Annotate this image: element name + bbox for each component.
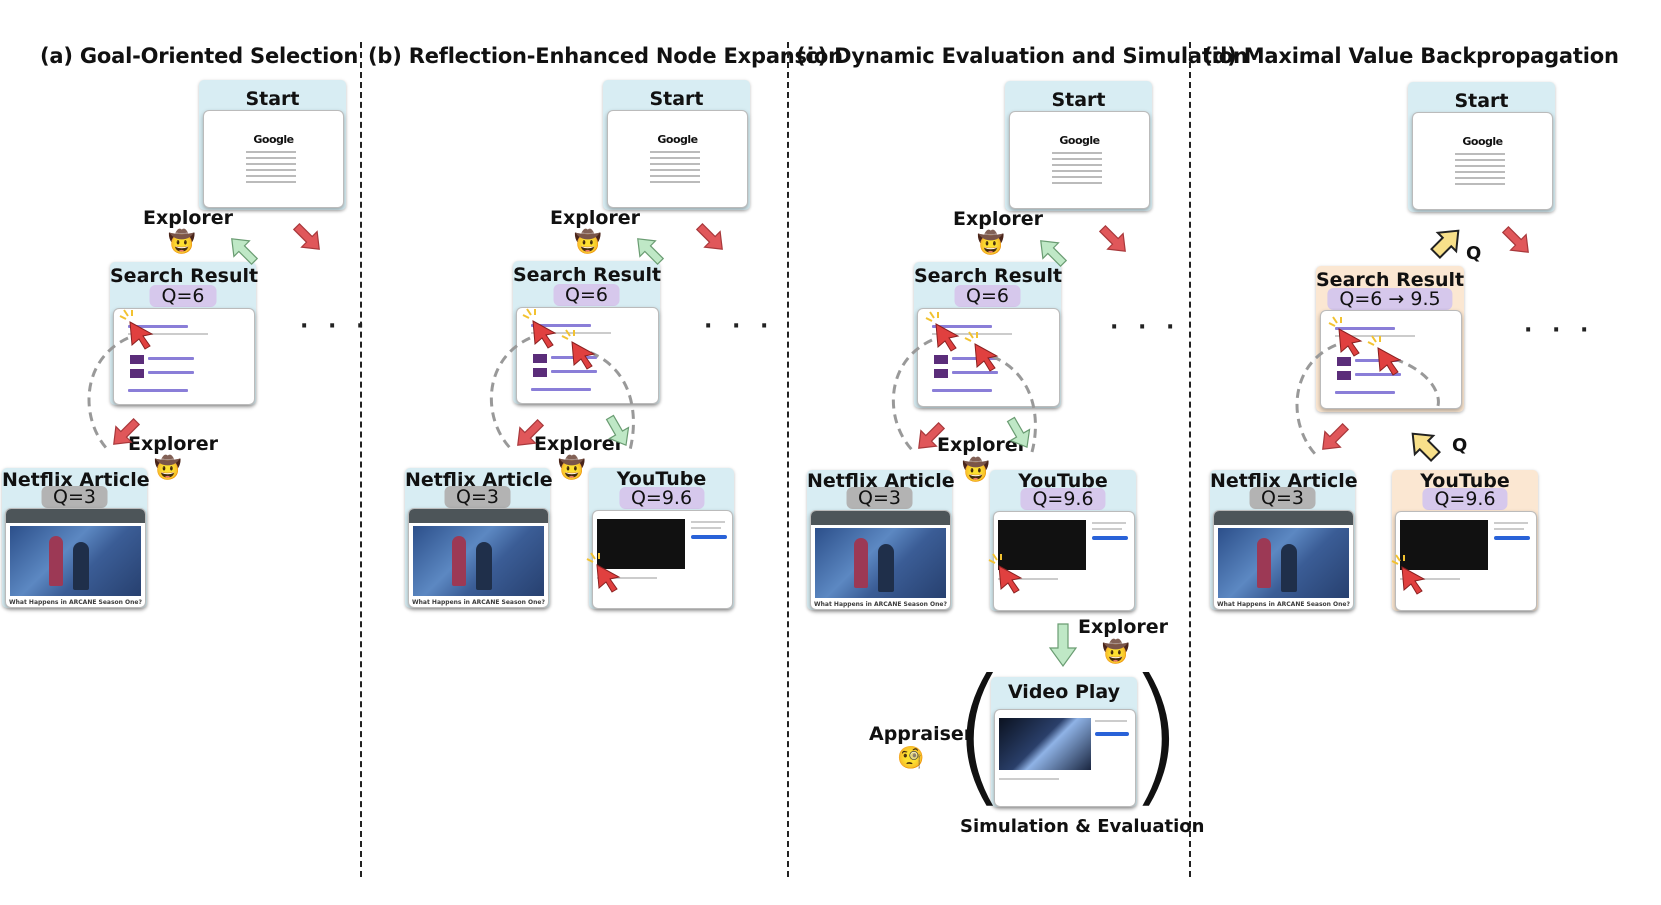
divider-ab xyxy=(360,42,362,877)
q-badge: Q=3 xyxy=(41,486,108,508)
search-screenshot xyxy=(113,308,255,405)
green-arrow xyxy=(637,238,665,266)
q-badge: Q=3 xyxy=(444,486,511,508)
divider-cd xyxy=(1189,42,1191,877)
video-play-screenshot xyxy=(994,709,1136,807)
netflix-screenshot: What Happens in ARCANE Season One? Let's… xyxy=(408,508,549,608)
q-badge: Q=6 xyxy=(553,284,620,306)
youtube-screenshot xyxy=(592,510,733,609)
q-badge: Q=3 xyxy=(1249,487,1316,509)
google-screenshot: Google xyxy=(203,110,344,208)
red-arrow xyxy=(1501,225,1529,253)
green-arrow xyxy=(1048,623,1078,668)
netflix-node: Netflix Article Q=3 What Happens in ARCA… xyxy=(807,470,955,610)
netflix-node: Netflix Article Q=3 What Happens in ARCA… xyxy=(2,468,150,608)
search-screenshot xyxy=(1320,310,1462,409)
red-arrow xyxy=(517,418,545,446)
netflix-node: Netflix Article Q=3 What Happens in ARCA… xyxy=(1210,470,1358,610)
explorer-label: Explorer xyxy=(953,208,1044,230)
red-arrow xyxy=(1098,224,1126,252)
explorer-label: Explorer xyxy=(1078,616,1169,638)
cowboy-face-icon: 🤠 xyxy=(962,458,990,483)
q-badge: Q=3 xyxy=(846,487,913,509)
google-screenshot: Google xyxy=(1412,112,1553,210)
q-badge: Q=9.6 xyxy=(1422,488,1508,510)
backprop-q-label: Q xyxy=(1466,243,1482,264)
youtube-node: YouTube Q=9.6 xyxy=(990,470,1136,611)
monocle-face-icon: 🧐 xyxy=(897,746,925,771)
start-node: Start Google xyxy=(199,80,346,210)
appraiser-label: Appraiser xyxy=(869,723,974,745)
google-screenshot: Google xyxy=(1009,111,1150,209)
green-arrow xyxy=(1040,240,1068,268)
cursor-click-icon xyxy=(1367,335,1402,376)
netflix-node: Netflix Article Q=3 What Happens in ARCA… xyxy=(405,468,553,608)
red-arrow xyxy=(292,222,320,250)
green-arrow xyxy=(231,238,259,266)
cursor-click-icon xyxy=(522,308,557,349)
green-arrow xyxy=(1006,416,1031,449)
panel-d-title: (d) Maximal Value Backpropagation xyxy=(1203,44,1619,68)
cowboy-face-icon: 🤠 xyxy=(1102,640,1130,665)
explorer-label: Explorer xyxy=(550,207,641,229)
cursor-click-icon xyxy=(119,309,154,350)
yellow-backprop-arrow xyxy=(1411,432,1441,462)
q-badge: Q=9.6 xyxy=(618,487,705,509)
panel-a-title: (a) Goal-Oriented Selection xyxy=(40,44,359,68)
divider-bc xyxy=(787,42,789,877)
explorer-label: Explorer xyxy=(937,434,1028,456)
netflix-screenshot: What Happens in ARCANE Season One? Let's… xyxy=(5,508,146,608)
netflix-screenshot: What Happens in ARCANE Season One? Let's… xyxy=(810,510,951,610)
more-dots: · · · xyxy=(1524,318,1595,343)
dashed-curve xyxy=(977,350,1037,453)
cowboy-face-icon: 🤠 xyxy=(977,231,1005,256)
dashed-curve xyxy=(87,336,129,452)
q-badge: Q=6 xyxy=(149,285,217,307)
q-badge: Q=9.6 xyxy=(1020,488,1106,510)
cursor-click-icon xyxy=(988,553,1023,594)
left-parenthesis: ( xyxy=(950,648,1009,822)
cowboy-face-icon: 🤠 xyxy=(574,230,602,255)
youtube-screenshot xyxy=(1395,511,1537,611)
red-arrow xyxy=(918,421,946,449)
backprop-q-label: Q xyxy=(1452,435,1468,456)
cowboy-face-icon: 🤠 xyxy=(558,456,586,481)
dashed-curve xyxy=(489,336,531,452)
red-arrow xyxy=(695,222,723,250)
cursor-click-icon xyxy=(561,329,596,370)
start-node: Start Google xyxy=(1408,82,1555,212)
q-badge: Q=6 xyxy=(954,285,1021,307)
cowboy-face-icon: 🤠 xyxy=(168,230,196,255)
cursor-click-icon xyxy=(925,311,960,352)
cowboy-face-icon: 🤠 xyxy=(154,456,182,481)
yellow-backprop-arrow xyxy=(1430,229,1460,259)
start-node: Start Google xyxy=(603,80,750,210)
panel-c-title: (c) Dynamic Evaluation and Simulation xyxy=(796,44,1248,68)
dashed-curve xyxy=(891,338,933,454)
youtube-screenshot xyxy=(993,511,1135,611)
cursor-click-icon xyxy=(586,552,621,593)
more-dots: · · · xyxy=(704,314,775,339)
explorer-label: Explorer xyxy=(128,433,219,455)
netflix-screenshot: What Happens in ARCANE Season One? Let's… xyxy=(1213,510,1354,610)
explorer-label: Explorer xyxy=(534,433,625,455)
explorer-label: Explorer xyxy=(143,207,234,229)
dashed-curve xyxy=(1295,343,1337,457)
cursor-click-icon xyxy=(1328,316,1363,357)
right-parenthesis: ) xyxy=(1126,648,1185,822)
google-screenshot: Google xyxy=(607,110,748,208)
cursor-click-icon xyxy=(964,331,999,372)
q-badge: Q=6 → 9.5 xyxy=(1327,288,1453,310)
start-node: Start Google xyxy=(1005,81,1152,211)
simulation-caption: Simulation & Evaluation xyxy=(960,816,1205,837)
more-dots: · · · xyxy=(300,314,371,339)
cursor-click-icon xyxy=(1391,554,1426,595)
red-arrow xyxy=(113,417,141,445)
more-dots: · · · xyxy=(1110,315,1181,340)
green-arrow xyxy=(605,414,630,447)
panel-b-title: (b) Reflection-Enhanced Node Expansion xyxy=(368,44,843,68)
video-play-node: Video Play xyxy=(991,677,1137,807)
red-arrow xyxy=(1322,422,1350,450)
